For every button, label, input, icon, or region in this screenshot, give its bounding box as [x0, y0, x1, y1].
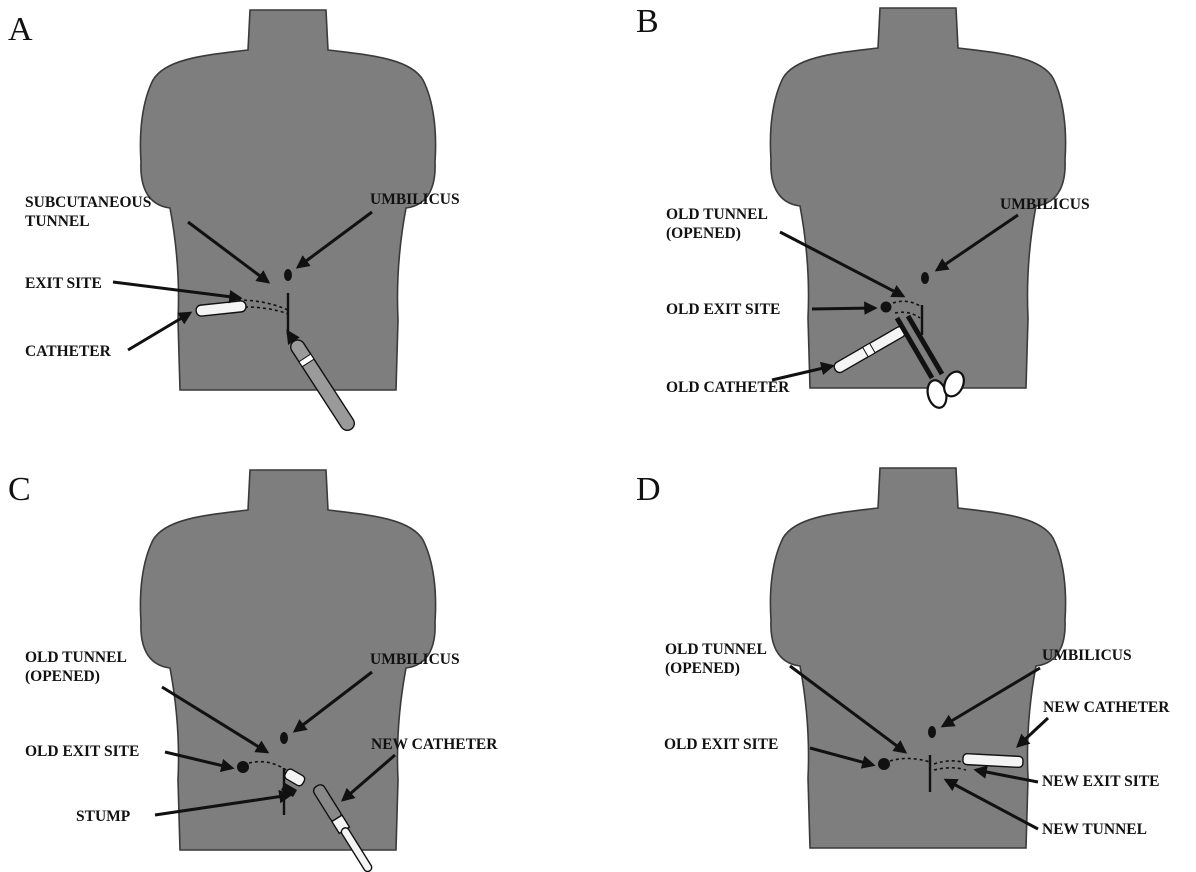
- label-old-tunnel-line2: (OPENED): [666, 225, 741, 242]
- label-old-exit-site: OLD EXIT SITE: [664, 736, 778, 753]
- umbilicus-mark: [280, 732, 288, 744]
- panel-letter: C: [8, 471, 31, 508]
- label-subcutaneous-tunnel: SUBCUTANEOUS: [25, 194, 151, 211]
- label-old-tunnel: OLD TUNNEL: [25, 649, 127, 666]
- label-stump: STUMP: [76, 808, 131, 825]
- new-catheter-tube: [963, 753, 1023, 767]
- label-old-exit-site: OLD EXIT SITE: [25, 743, 139, 760]
- label-new-exit-site: NEW EXIT SITE: [1042, 773, 1159, 790]
- label-old-catheter: OLD CATHETER: [666, 379, 790, 396]
- panel-c: C OLD TUNNEL (OPENED) OLD EXIT SITE STUM…: [8, 470, 498, 872]
- old-exit-site-mark: [237, 761, 249, 773]
- panel-letter: B: [636, 3, 659, 40]
- label-old-exit-site: OLD EXIT SITE: [666, 301, 780, 318]
- label-umbilicus: UMBILICUS: [1042, 647, 1132, 664]
- panel-a: A SUBCUTANEOUS TUNNEL EXIT SITE CATHETER…: [8, 10, 460, 433]
- label-new-tunnel: NEW TUNNEL: [1042, 821, 1147, 838]
- label-new-catheter: NEW CATHETER: [1043, 699, 1170, 716]
- label-umbilicus: UMBILICUS: [370, 651, 460, 668]
- label-subcutaneous-tunnel-line2: TUNNEL: [25, 213, 90, 230]
- label-old-tunnel: OLD TUNNEL: [666, 206, 768, 223]
- umbilicus-mark: [284, 269, 292, 281]
- torso-silhouette: [770, 468, 1065, 848]
- label-old-tunnel: OLD TUNNEL: [665, 641, 767, 658]
- old-exit-site-mark: [881, 302, 892, 313]
- label-old-tunnel-line2: (OPENED): [25, 668, 100, 685]
- label-catheter: CATHETER: [25, 343, 112, 360]
- label-new-catheter: NEW CATHETER: [371, 736, 498, 753]
- label-umbilicus: UMBILICUS: [370, 191, 460, 208]
- old-exit-site-mark: [878, 758, 890, 770]
- umbilicus-mark: [921, 272, 929, 284]
- panel-b: B OLD TUNNEL (OPENED) OLD EXIT SITE OLD …: [636, 3, 1090, 410]
- panel-letter: A: [8, 11, 33, 48]
- panel-d: D OLD TUNNEL (OPENED) OLD EXIT SITE UMBI…: [636, 468, 1170, 848]
- label-exit-site: EXIT SITE: [25, 275, 102, 292]
- umbilicus-mark: [928, 726, 936, 738]
- label-umbilicus: UMBILICUS: [1000, 196, 1090, 213]
- panel-letter: D: [636, 471, 661, 508]
- arrow-to-old-exit-site: [812, 308, 875, 309]
- label-old-tunnel-line2: (OPENED): [665, 660, 740, 677]
